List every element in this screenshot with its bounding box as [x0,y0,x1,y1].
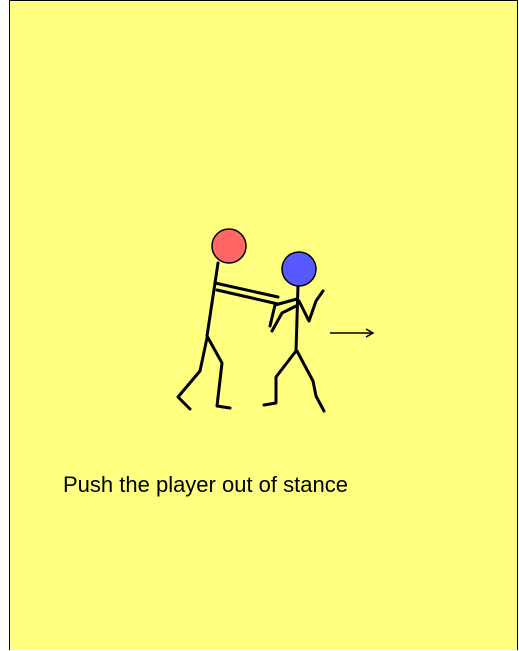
push-drill-illustration [10,1,519,651]
drill-card: Push the player out of stance [9,0,518,650]
defender-head [282,252,316,286]
right-arrow-icon [330,329,373,337]
drill-caption: Push the player out of stance [63,471,348,499]
attacker-figure [178,263,278,409]
defender-figure [264,286,324,411]
attacker-head [212,229,246,263]
